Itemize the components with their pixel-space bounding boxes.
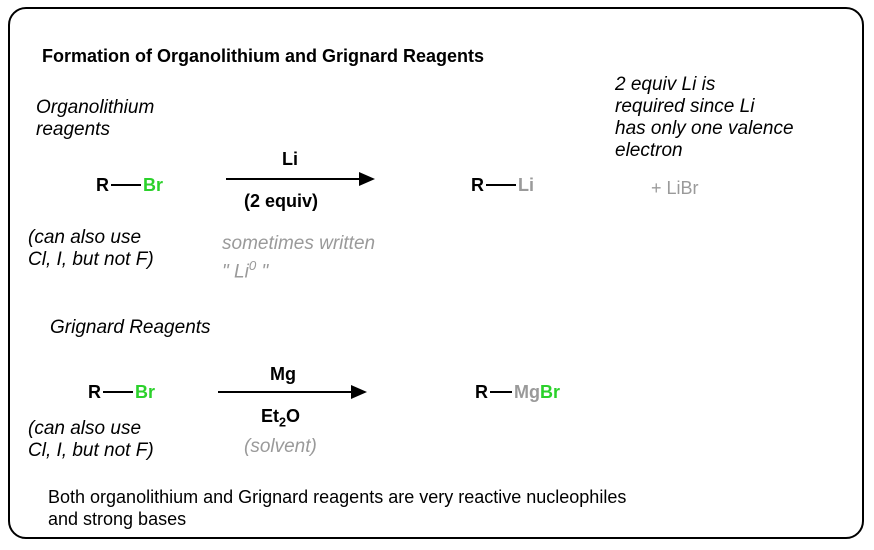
grignard-reactant: R Br (88, 382, 155, 403)
note-line2: required since Li (615, 96, 755, 117)
bond-line (490, 391, 512, 394)
note-line3: has only one valence (615, 118, 794, 139)
halide-note-line2: Cl, I, but not F) (28, 249, 154, 270)
halide-note-line1: (can also use (28, 418, 142, 439)
grignard-halide-note: (can also use Cl, I, but not F) (28, 418, 154, 462)
grignard-solvent-note: (solvent) (244, 436, 317, 457)
notation-line1: sometimes written (222, 233, 376, 254)
organolithium-heading-line1: Organolithium (36, 97, 155, 118)
grignard-product: R MgBr (475, 382, 560, 403)
halide-note-line2: Cl, I, but not F) (28, 440, 154, 461)
solvent-base: Et (261, 406, 279, 426)
organolithium-note: 2 equiv Li is required since Li has only… (615, 74, 794, 162)
summary-line1: Both organolithium and Grignard reagents… (48, 487, 627, 507)
organolithium-product: R Li (471, 175, 534, 196)
solvent-tail: O (286, 406, 301, 426)
note-line1: 2 equiv Li is (615, 74, 716, 95)
product-r-group: R (471, 175, 484, 195)
organolithium-reagent: Li (282, 149, 298, 169)
note-line4: electron (615, 140, 683, 161)
lithium-notation-note: sometimes written " Li0 " (222, 233, 375, 283)
reactant-halogen: Br (135, 382, 156, 402)
notation-suffix: " (256, 261, 269, 283)
bond-line (486, 184, 516, 187)
organolithium-equiv: (2 equiv) (244, 191, 319, 211)
organolithium-halide-note: (can also use Cl, I, but not F) (28, 227, 154, 271)
product-halogen: Br (540, 382, 561, 402)
diagram-title: Formation of Organolithium and Grignard … (42, 46, 485, 66)
halide-note-line1: (can also use (28, 227, 142, 248)
product-metal: Li (518, 175, 534, 195)
grignard-heading: Grignard Reagents (50, 317, 211, 338)
organolithium-heading: Organolithium reagents (36, 97, 154, 141)
reactant-r-group: R (88, 382, 101, 402)
reactant-r-group: R (96, 175, 109, 195)
notation-line2: " Li0 " (222, 255, 375, 283)
product-r-group: R (475, 382, 488, 402)
bond-line (111, 184, 141, 187)
summary-line2: and strong bases (48, 509, 187, 529)
grignard-reagent: Mg (270, 364, 296, 384)
solvent-subscript: 2 (279, 415, 287, 430)
product-metal: Mg (514, 382, 540, 402)
reaction-arrow-grignard (218, 385, 367, 399)
bond-line (103, 391, 133, 394)
notation-prefix: " Li (222, 261, 249, 283)
diagram-frame (8, 7, 864, 539)
reactant-halogen: Br (143, 175, 164, 195)
reaction-arrow-organolithium (226, 172, 375, 186)
summary-text: Both organolithium and Grignard reagents… (48, 486, 626, 530)
organolithium-reactant: R Br (96, 175, 163, 196)
organolithium-heading-line2: reagents (36, 119, 110, 140)
notation-superscript: 0 (248, 258, 257, 273)
organolithium-byproduct: + LiBr (651, 178, 699, 198)
grignard-solvent: Et2O (261, 406, 300, 430)
